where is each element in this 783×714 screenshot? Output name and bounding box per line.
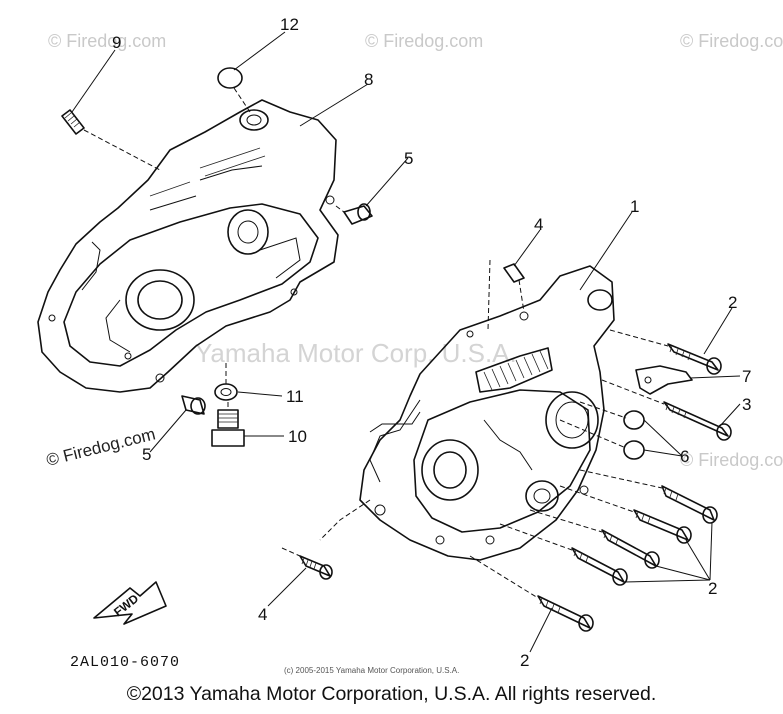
right-crankcase: [359, 265, 615, 561]
cap-12: [217, 67, 251, 113]
diagram-part-number: 2AL010-6070: [70, 654, 180, 671]
callout-3: 3: [742, 395, 751, 414]
callout-12: 12: [280, 15, 299, 34]
callout-1: 1: [630, 197, 639, 216]
left-crankcase: [37, 99, 339, 393]
callout-5-upper: 5: [404, 149, 413, 168]
washer-11: [214, 360, 238, 401]
watermark-mid-left: © Firedog.com: [44, 424, 157, 469]
callout-2-upper: 2: [728, 293, 737, 312]
callout-2-right-group: 2: [708, 579, 717, 598]
bolt-9: [61, 109, 161, 171]
callout-labels: 1 2 2 2 3 4 4 5 5 6 7 8 9 10 11 12: [112, 15, 751, 670]
bolt-3: [601, 379, 732, 441]
small-copyright: (c) 2005-2015 Yamaha Motor Corporation, …: [284, 666, 459, 675]
watermark-mid-right: © Firedog.com: [680, 450, 783, 470]
watermark-center: Yamaha Motor Corp. U.S.A.: [195, 338, 517, 368]
callout-11: 11: [286, 387, 304, 406]
clamp-7: [635, 365, 693, 395]
callout-2-bottom: 2: [520, 651, 529, 670]
callout-10: 10: [288, 427, 307, 446]
callout-4-lower: 4: [258, 605, 267, 624]
dowel-pins-6: [559, 401, 645, 460]
bolts-2-lower-group: [499, 469, 718, 586]
drain-bolt-10: [211, 402, 245, 447]
callout-4-upper: 4: [534, 215, 543, 234]
bolt-2-bottom: [469, 555, 594, 632]
callout-8: 8: [364, 70, 373, 89]
callout-9: 9: [112, 33, 121, 52]
callout-7: 7: [742, 367, 751, 386]
bolt-2-upper: [609, 329, 722, 375]
watermark-top-center: © Firedog.com: [365, 31, 483, 51]
callout-5-lower: 5: [142, 445, 151, 464]
watermark-top-left: © Firedog.com: [48, 31, 166, 51]
leader-lines: [71, 31, 741, 653]
dowel-pin-5-lower: [181, 395, 206, 415]
watermark-top-right: © Firedog.com: [680, 31, 783, 51]
dowel-pin-5-upper: [335, 203, 373, 225]
footer-copyright: ©2013 Yamaha Motor Corporation, U.S.A. A…: [126, 683, 657, 705]
callout-6: 6: [680, 447, 689, 466]
bolt-4-upper: [487, 259, 525, 331]
bolt-4-lower: [281, 499, 371, 580]
forward-direction-arrow: FWD: [93, 581, 167, 625]
